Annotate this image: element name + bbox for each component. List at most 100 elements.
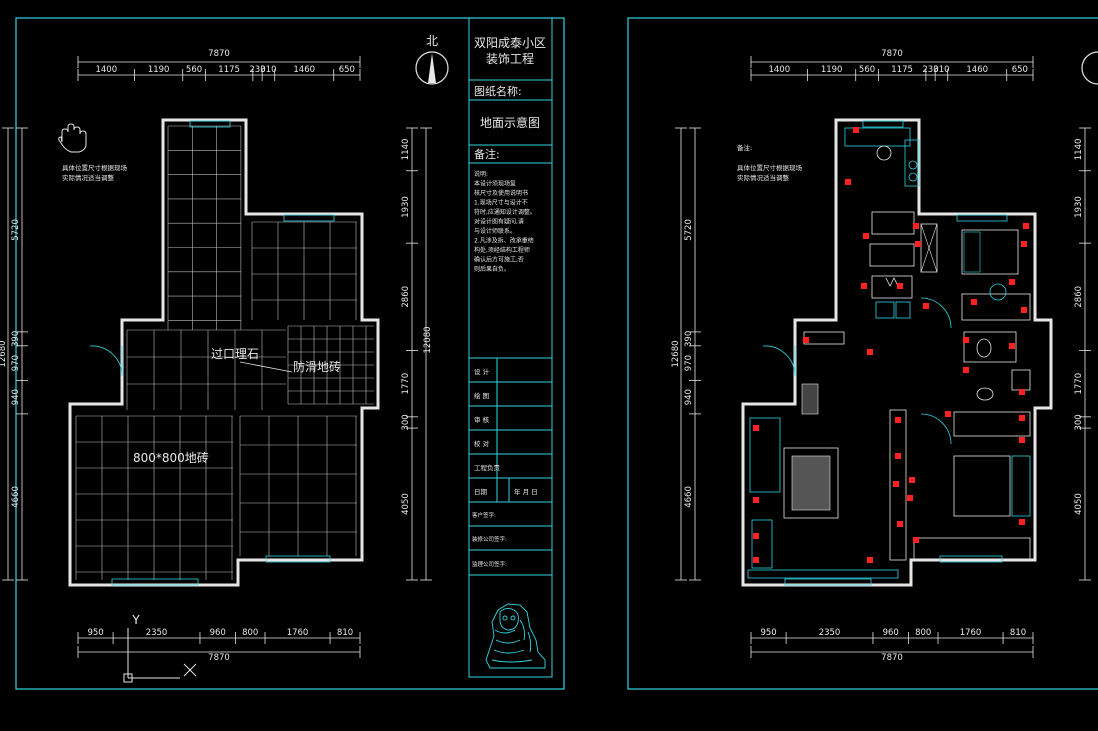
right-note-line1: 具体位置尺寸根据现场 [737,163,803,172]
socket-marker [1019,389,1025,395]
dim-label: 560 [186,65,202,75]
label-tile: 800*800地砖 [133,450,209,465]
note-line: 2.凡涉及拆、改承重结 [474,237,534,245]
note-line: 本设计须现场复 [474,180,516,188]
note-line: 说明: [474,170,488,178]
note-line: 核尺寸及使用说明书 [474,189,528,197]
socket-marker [1009,343,1015,349]
dim-label: 1460 [293,65,315,75]
title-row-label: 校 对 [474,439,490,448]
signature-company: 装修公司签字: [472,535,507,543]
socket-marker [945,411,951,417]
dim-label: 950 [87,628,103,638]
title-row-label: 绘 图 [474,391,489,400]
socket-marker [897,283,903,289]
socket-marker [909,477,915,483]
dim-label: 1460 [966,65,988,75]
dim-label: 1190 [821,65,843,75]
socket-marker [1019,519,1025,525]
socket-marker [863,233,869,239]
right-note-title: 备注: [737,143,752,152]
note-line: 则后果自负。 [474,265,510,273]
socket-marker [1019,415,1025,421]
dim-label: 2860 [1074,286,1084,308]
dim-label: 970 [684,355,694,371]
dim-label: 310 [260,65,276,75]
dim-label: 940 [684,389,694,405]
socket-marker [803,337,809,343]
socket-marker [907,495,913,501]
north-label: 北 [426,34,438,48]
dim-label: 4660 [11,486,21,508]
dim-label: 800 [242,628,258,638]
socket-marker [963,337,969,343]
title-row-label: 设 计 [474,367,490,376]
dim-label: 810 [337,628,353,638]
note-line: 对设计图有疑问,请 [474,218,524,226]
axis-y-label: Y [131,613,140,627]
remarks-label: 备注: [474,147,500,161]
dim-label: 4050 [1074,493,1084,515]
socket-marker [853,127,859,133]
north-arrow-right [1081,51,1098,85]
socket-marker [845,179,851,185]
dim-total-left: 12680 [671,340,681,367]
dim-label: 5720 [684,219,694,241]
dim-label: 1190 [148,65,170,75]
socket-marker [861,283,867,289]
socket-marker [753,557,759,563]
socket-marker [913,223,919,229]
dim-label: 1770 [401,373,411,395]
note-line: 确认后方可施工,否 [474,256,524,264]
socket-marker [753,497,759,503]
socket-marker [895,417,901,423]
socket-marker [1009,279,1015,285]
dim-label: 1175 [891,65,913,75]
dim-label: 940 [11,389,21,405]
date-value: 年 月 日 [514,487,538,496]
dim-label: 4050 [401,493,411,515]
dim-label: 960 [883,628,899,638]
socket-marker [867,557,873,563]
title-row-label: 审 核 [474,415,490,424]
dim-label: 300 [1074,414,1084,430]
dim-label: 390 [684,331,694,347]
dim-total-top: 7870 [881,49,903,59]
ucs-icon [123,628,197,683]
dim-label: 230 [922,65,938,75]
lion-logo [485,603,546,669]
left-note-line1: 具体位置尺寸根据现场 [62,163,128,172]
floor-tile-grid [75,125,357,580]
signature-supervisor: 监理公司签字: [472,560,507,568]
socket-marker [1019,437,1025,443]
dim-label: 960 [210,628,226,638]
dim-label: 1400 [95,65,117,75]
dim-total-bottom: 7870 [208,653,230,663]
dim-label: 310 [933,65,949,75]
signature-client: 客户签字: [472,511,496,519]
dim-label: 1760 [287,628,309,638]
dim-label: 1140 [1074,139,1084,161]
socket-marker [753,425,759,431]
dim-total-bottom: 7870 [881,653,903,663]
dim-label: 5720 [11,219,21,241]
dim-label: 950 [760,628,776,638]
label-antislip: 防滑地砖 [293,359,341,374]
socket-marker [893,481,899,487]
socket-marker [963,367,969,373]
socket-marker [1021,241,1027,247]
dim-label: 1930 [1074,196,1084,218]
dim-label: 2350 [146,628,168,638]
title-block-notes: 说明:本设计须现场复核尺寸及使用说明书1.现场尺寸与设计不符时,应通知设计调整。… [474,170,536,273]
socket-marker [897,521,903,527]
dim-label: 810 [1010,628,1026,638]
hand-icon [58,123,87,153]
socket-marker [867,349,873,355]
antislip-tile-grid [287,325,374,405]
dim-label: 1930 [401,196,411,218]
dim-label: 390 [11,331,21,347]
